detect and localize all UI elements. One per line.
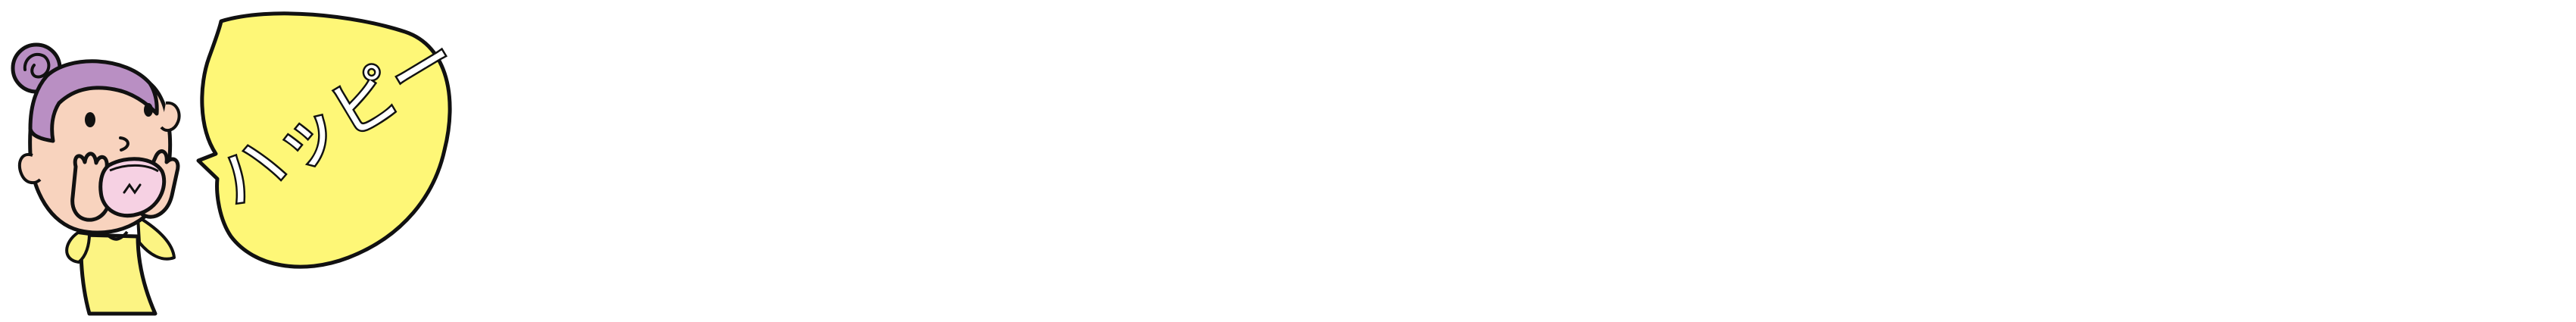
hair [28, 59, 159, 143]
shirt-body [79, 233, 157, 316]
nose [119, 136, 129, 152]
mouth-tongue [123, 183, 142, 195]
happy-woman-illustration: ハッピー [11, 11, 469, 316]
left-ear [17, 152, 42, 185]
left-hand [70, 152, 111, 222]
left-sleeve [65, 231, 91, 264]
right-ear [160, 101, 181, 133]
left-eye [85, 112, 95, 127]
hair-bun-swirl [23, 52, 51, 79]
right-eye [144, 103, 153, 117]
right-sleeve [136, 215, 176, 261]
mouth-teeth [109, 164, 159, 173]
speech-bubble [196, 11, 452, 269]
